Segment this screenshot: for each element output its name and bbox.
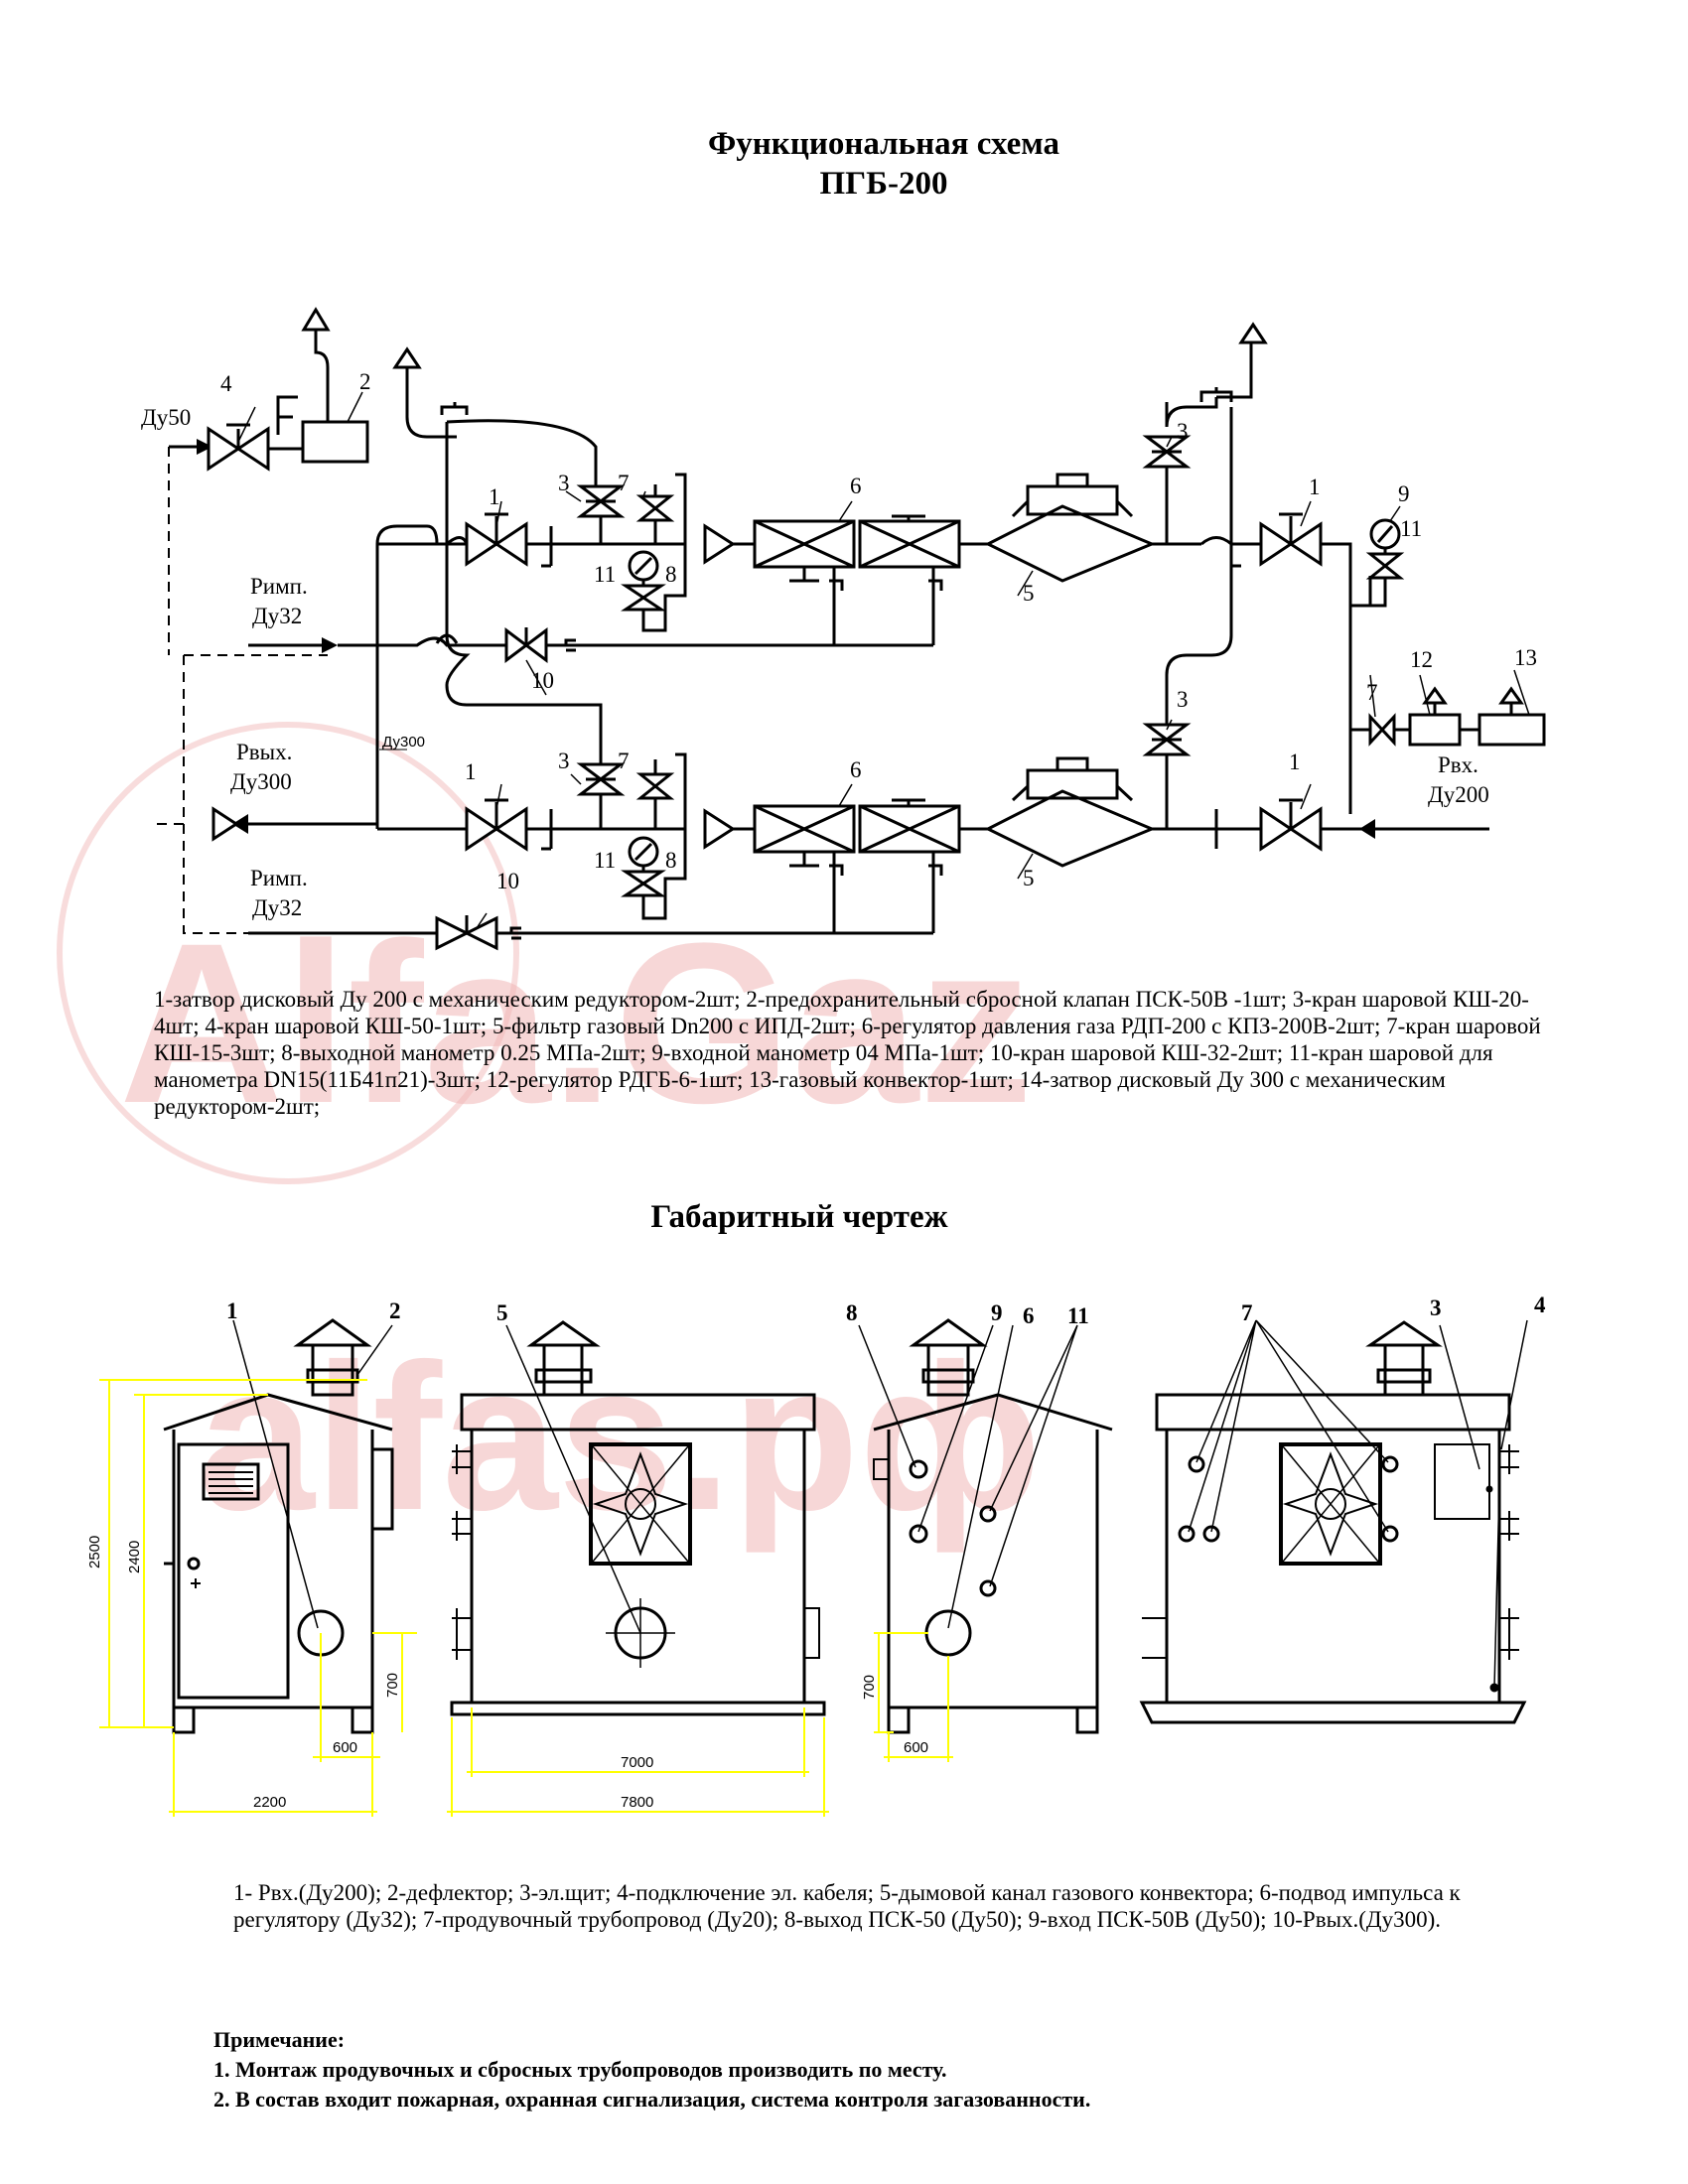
num-12: 12 xyxy=(1410,647,1433,672)
num-13: 13 xyxy=(1514,645,1537,670)
num-2: 2 xyxy=(359,369,371,394)
schema-title-line1: Функциональная схема xyxy=(707,126,1060,162)
notes-item-2: 2. В состав входит пожарная, охранная си… xyxy=(213,2087,1091,2112)
callout-9: 9 xyxy=(991,1300,1003,1325)
notes-item-1: 1. Монтаж продувочных и сбросных трубопр… xyxy=(213,2057,947,2082)
dim-7800: 7800 xyxy=(621,1794,653,1811)
num-10-upper: 10 xyxy=(531,668,554,693)
num-1-upper-left: 1 xyxy=(489,484,500,509)
num-3-upper-left: 3 xyxy=(558,471,570,495)
callout-5: 5 xyxy=(496,1300,508,1325)
label-du32-top: Ду32 xyxy=(252,604,302,628)
view-side-left xyxy=(450,1320,826,1716)
num-1-lower-left: 1 xyxy=(465,759,477,784)
num-1-upper-right: 1 xyxy=(1309,475,1321,499)
dim-700-b: 700 xyxy=(861,1675,878,1700)
num-6-upper: 6 xyxy=(850,474,862,498)
callout-4: 4 xyxy=(1534,1293,1546,1317)
callout-2: 2 xyxy=(389,1298,401,1323)
dims-legend: 1- Рвх.(Ду200); 2-дефлектор; 3-эл.щит; 4… xyxy=(233,1880,1461,1932)
dim-700-a: 700 xyxy=(384,1673,401,1698)
watermark-text-1: Alfa.Gaz xyxy=(119,895,1033,1151)
callout-8: 8 xyxy=(846,1300,858,1325)
notes: Примечание: 1. Монтаж продувочных и сбро… xyxy=(213,2025,1554,2115)
num-8-lower: 8 xyxy=(665,848,677,873)
label-du32-bottom: Ду32 xyxy=(252,895,302,920)
num-3-upper-right: 3 xyxy=(1177,419,1189,444)
num-7-right: 7 xyxy=(1366,680,1378,705)
num-1-lower-right: 1 xyxy=(1289,750,1301,774)
label-du300-small: Ду300 xyxy=(382,734,425,751)
label-rimp-bottom: Римп. xyxy=(250,866,308,890)
label-du200: Ду200 xyxy=(1428,782,1489,807)
notes-heading: Примечание: xyxy=(213,2027,346,2052)
label-rvh: Рвх. xyxy=(1438,752,1478,777)
num-11-upper: 11 xyxy=(594,562,616,587)
watermark-text-2: alfas.pф xyxy=(199,1320,1042,1554)
label-du50: Ду50 xyxy=(141,405,191,430)
dim-2400: 2400 xyxy=(126,1541,143,1573)
callout-1: 1 xyxy=(226,1298,238,1323)
num-8-upper: 8 xyxy=(665,562,677,587)
callout-7: 7 xyxy=(1241,1300,1253,1325)
num-4: 4 xyxy=(220,371,232,396)
callout-6: 6 xyxy=(1023,1303,1035,1328)
num-5-upper: 5 xyxy=(1023,581,1035,606)
schema-title: Функциональная схема ПГБ-200 xyxy=(0,124,1688,204)
view-side-right xyxy=(1139,1320,1527,1724)
dim-2500: 2500 xyxy=(86,1536,103,1569)
label-rimp-top: Римп. xyxy=(250,574,308,599)
schema-legend: 1-затвор дисковый Ду 200 с механическим … xyxy=(154,987,1541,1119)
num-5-lower: 5 xyxy=(1023,866,1035,890)
num-6-lower: 6 xyxy=(850,757,862,782)
dims-title: Габаритный чертеж xyxy=(650,1199,948,1235)
num-11-lower: 11 xyxy=(594,848,616,873)
callout-3: 3 xyxy=(1430,1296,1442,1320)
callout-11: 11 xyxy=(1067,1303,1089,1328)
dim-2200: 2200 xyxy=(253,1794,286,1811)
num-7-upper: 7 xyxy=(618,471,630,495)
dim-7000: 7000 xyxy=(621,1754,653,1771)
dim-600-a: 600 xyxy=(333,1739,357,1756)
num-11-right: 11 xyxy=(1400,516,1422,541)
label-rvyh: Рвых. xyxy=(236,740,292,764)
num-3-lower-right: 3 xyxy=(1177,687,1189,712)
dim-600-b: 600 xyxy=(904,1739,928,1756)
num-9: 9 xyxy=(1398,481,1410,506)
view-end-door xyxy=(163,1318,394,1734)
label-du300: Ду300 xyxy=(230,769,292,794)
num-10-lower: 10 xyxy=(496,869,519,893)
schema-title-line2: ПГБ-200 xyxy=(819,166,948,202)
view-end-2 xyxy=(873,1318,1113,1734)
num-7-lower: 7 xyxy=(618,749,630,773)
dimension-lines xyxy=(99,1379,953,1817)
num-3-lower-left: 3 xyxy=(558,749,570,773)
